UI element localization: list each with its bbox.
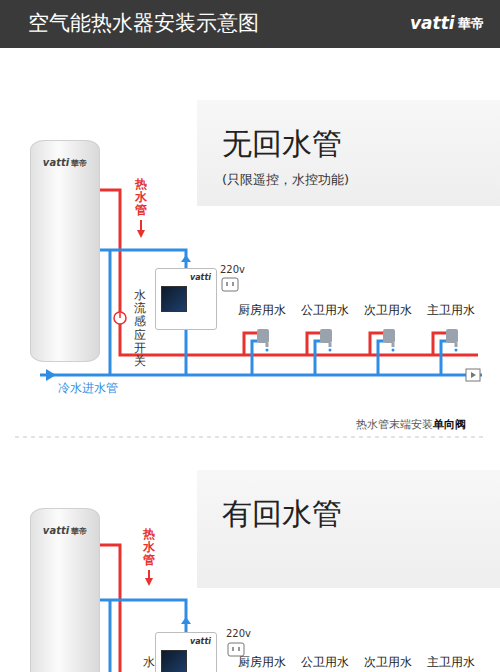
faucet-icon	[392, 343, 395, 347]
brand-logo: 華帝	[71, 158, 87, 169]
brand-logo: vatti	[43, 157, 69, 168]
faucet-icon	[257, 329, 269, 343]
cold-riser	[378, 341, 384, 375]
voltage-label: 220v	[220, 264, 245, 276]
flow-arrow	[145, 578, 153, 586]
cold-riser	[315, 341, 321, 375]
check-valve	[466, 369, 480, 381]
brand-logo: vatti	[410, 13, 455, 33]
faucet-icon	[455, 343, 458, 347]
tap-label: 厨房用水	[238, 655, 286, 669]
water-tank: vatti華帝	[30, 508, 100, 672]
water-drop	[266, 349, 269, 352]
water-drop	[329, 349, 332, 352]
water-tank: vatti華帝	[30, 140, 100, 362]
faucet-icon	[320, 329, 332, 343]
controller-screen	[161, 650, 187, 672]
outlet-icon	[222, 278, 238, 291]
switch-label: 水流感应开关	[134, 289, 146, 368]
pipe-label: 热水管	[143, 528, 155, 568]
brand-logo: 華帝	[458, 16, 484, 32]
brand-logo: vatti	[161, 637, 211, 646]
check-valve	[471, 372, 476, 378]
tap-label: 公卫用水	[301, 655, 349, 669]
outlet-icon	[227, 282, 233, 286]
outlet-icon	[233, 647, 239, 651]
power-icon	[114, 312, 126, 324]
faucet-icon	[383, 329, 395, 343]
faucet-icon	[266, 343, 269, 347]
faucet-icon	[446, 329, 458, 343]
note-text: 热水管末端安装	[356, 418, 433, 431]
panel-note: (只限遥控，水控功能)	[222, 171, 480, 189]
cold-riser	[441, 341, 447, 375]
controller-screen	[161, 286, 187, 312]
brand-logo: 華帝	[71, 526, 87, 537]
controller-box: vatti	[155, 268, 217, 330]
cold-pipe	[40, 374, 482, 377]
brand-logo: vatti	[43, 525, 69, 536]
header-bar	[0, 0, 500, 48]
section-divider	[15, 437, 485, 438]
power-icon	[119, 313, 121, 318]
controller-box: vatti	[155, 632, 217, 672]
hot-pipe	[100, 545, 120, 672]
pipe-label: 冷水进水管	[58, 381, 118, 395]
voltage-label: 220v	[226, 628, 251, 640]
cold-riser	[252, 341, 258, 375]
flow-arrow	[148, 570, 150, 579]
note-text: 单向阀	[433, 418, 466, 431]
faucet-icon	[329, 343, 332, 347]
tap-label: 主卫用水	[427, 655, 475, 669]
tap-label: 厨房用水	[238, 303, 286, 317]
info-panel: 有回水管	[197, 470, 500, 588]
water-drop	[455, 349, 458, 352]
page-title: 空气能热水器安装示意图	[28, 11, 259, 36]
pipe-connector	[100, 600, 186, 632]
flow-arrow	[137, 230, 145, 238]
cold-pipe	[109, 250, 112, 375]
flow-arrow	[140, 220, 142, 231]
hot-pipe	[100, 190, 478, 355]
info-panel: 无回水管 (只限遥控，水控功能)	[197, 100, 500, 206]
panel-heading: 无回水管	[222, 124, 480, 165]
cold-pipe	[109, 600, 112, 672]
water-drop	[392, 349, 395, 352]
pipe-connector	[100, 250, 186, 268]
tap-label: 次卫用水	[364, 303, 412, 317]
outlet-icon	[228, 643, 244, 656]
tap-label: 公卫用水	[301, 303, 349, 317]
tap-label: 主卫用水	[427, 303, 475, 317]
panel-heading: 有回水管	[222, 494, 480, 535]
brand-logo: vatti	[161, 273, 211, 282]
cold-pipe	[185, 330, 188, 375]
tap-label: 次卫用水	[364, 655, 412, 669]
pipe-label: 热水管	[135, 178, 147, 218]
flow-arrow	[46, 369, 56, 381]
switch-label: 水	[143, 656, 155, 669]
